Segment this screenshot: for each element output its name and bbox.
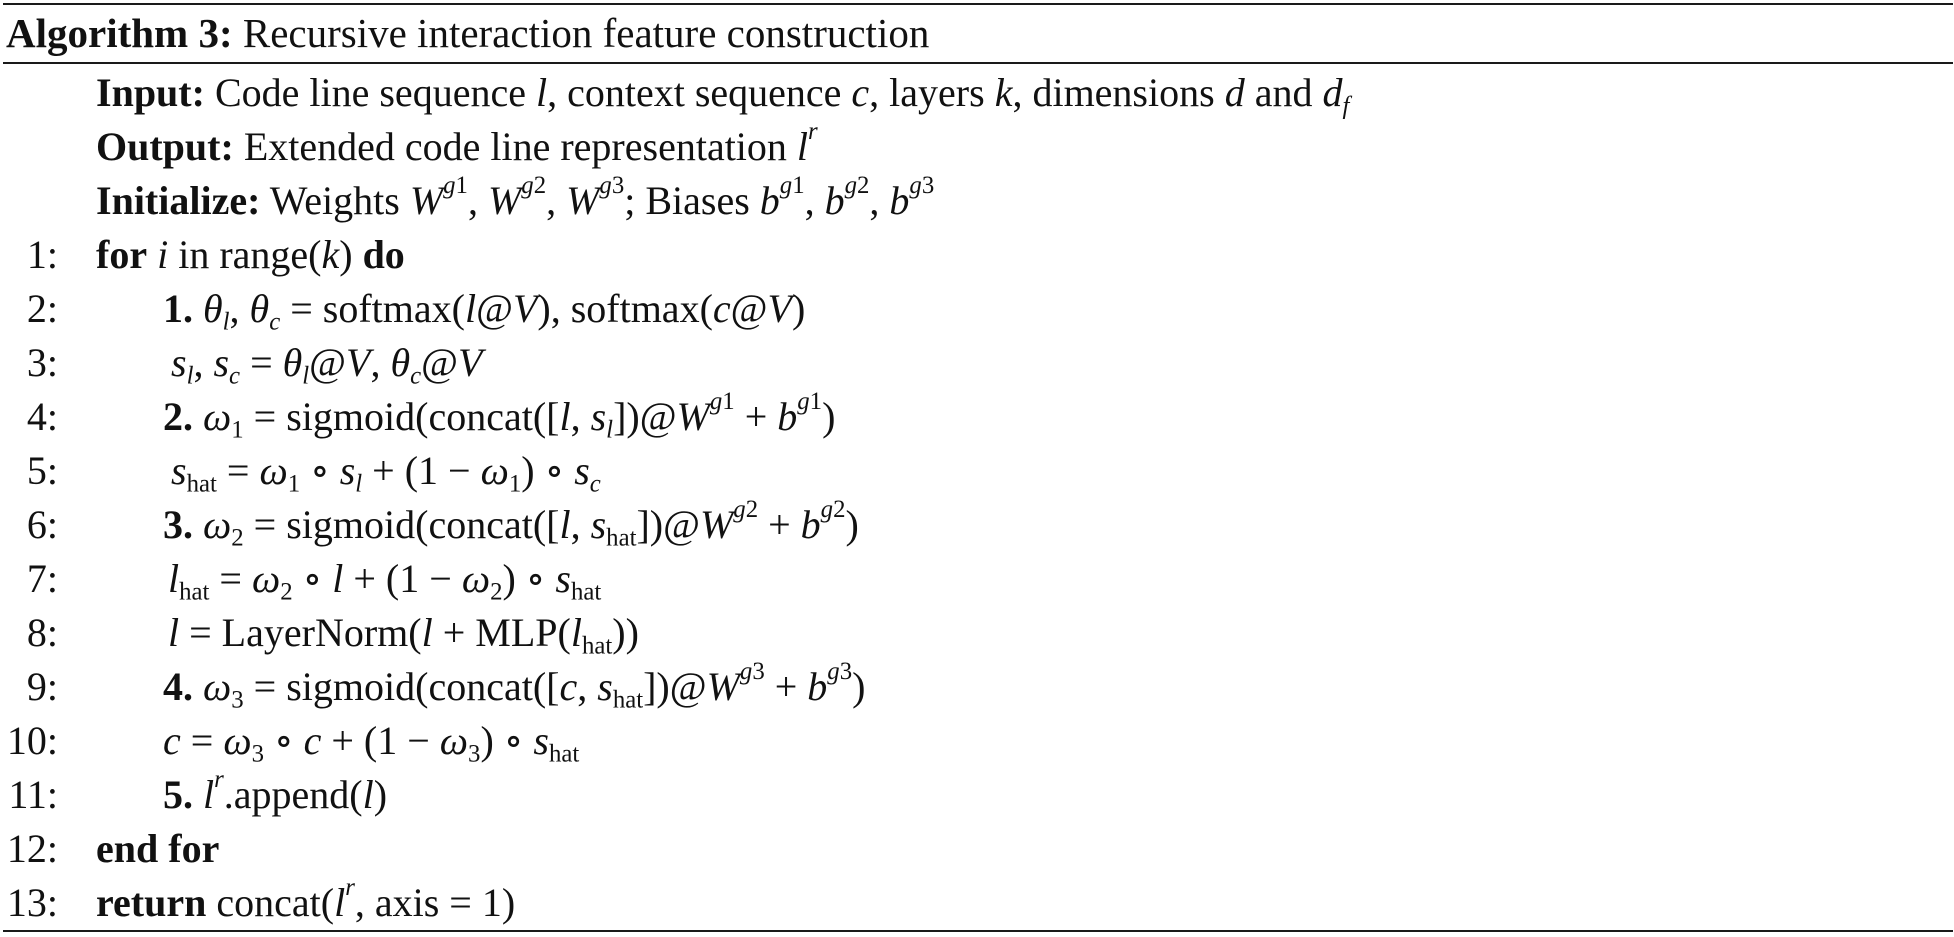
input-text: Code line sequence l, context sequence c… — [214, 70, 1350, 120]
equation: c = ω3 ∘ c + (1 − ω3) ∘ shat — [163, 718, 580, 768]
step-number: 4. — [163, 664, 193, 709]
algorithm-line-5: 5: shat = ω1 ∘ sl + (1 − ω1) ∘ sc — [0, 444, 1950, 498]
step-number: 1. — [163, 286, 193, 331]
initialize-line: Initialize: Weights Wg1, Wg2, Wg3; Biase… — [0, 171, 1950, 228]
line-number: 8: — [26, 610, 58, 655]
keyword-do: do — [362, 232, 405, 277]
algorithm-line-13: 13: return concat(lr, axis = 1) — [0, 873, 1950, 930]
header-rule — [3, 62, 1953, 64]
line-number: 6: — [26, 502, 58, 547]
algorithm-line-12: 12: end for — [0, 822, 1950, 876]
line-number: 4: — [26, 394, 58, 439]
input-label: Input: — [96, 70, 205, 115]
bottom-rule — [3, 930, 1953, 932]
line-number: 13: — [6, 880, 58, 925]
line-number: 12: — [6, 826, 58, 871]
algorithm-label: Algorithm 3: — [6, 10, 233, 56]
line-number: 10: — [6, 718, 58, 763]
keyword-end-for: end for — [96, 826, 220, 871]
loop-header: i in range(k) — [157, 232, 363, 277]
equation: ω1 = sigmoid(concat([l, sl])@Wg1 + bg1) — [203, 387, 836, 444]
initialize-text: Weights Wg1, Wg2, Wg3; Biases bg1, bg2, … — [269, 171, 935, 223]
keyword-return: return — [96, 880, 207, 925]
equation: θl, θc = softmax(l@V), softmax(c@V) — [203, 286, 806, 336]
equation: l = LayerNorm(l + MLP(lhat)) — [168, 610, 639, 660]
algorithm-line-3: 3: sl, sc = θl@V, θc@V — [0, 336, 1950, 390]
algorithm-line-10: 10: c = ω3 ∘ c + (1 − ω3) ∘ shat — [0, 714, 1950, 768]
step-number: 2. — [163, 394, 193, 439]
algorithm-title-text: Recursive interaction feature constructi… — [242, 10, 930, 56]
line-number: 9: — [26, 664, 58, 709]
keyword-for: for — [96, 232, 148, 277]
top-rule — [3, 3, 1953, 5]
step-number: 3. — [163, 502, 193, 547]
algorithm-line-6: 6: 3. ω2 = sigmoid(concat([l, shat])@Wg2… — [0, 495, 1950, 552]
algorithm-line-11: 11: 5. lr.append(l) — [0, 765, 1950, 822]
initialize-label: Initialize: — [96, 178, 261, 223]
algorithm-line-9: 9: 4. ω3 = sigmoid(concat([c, shat])@Wg3… — [0, 657, 1950, 714]
algorithm-line-1: 1: for i in range(k) do — [0, 228, 1950, 282]
equation: sl, sc = θl@V, θc@V — [171, 340, 483, 390]
algorithm-line-2: 2: 1. θl, θc = softmax(l@V), softmax(c@V… — [0, 282, 1950, 336]
algorithm-line-4: 4: 2. ω1 = sigmoid(concat([l, sl])@Wg1 +… — [0, 387, 1950, 444]
line-number: 5: — [26, 448, 58, 493]
algorithm-line-7: 7: lhat = ω2 ∘ l + (1 − ω2) ∘ shat — [0, 552, 1950, 606]
line-number: 2: — [26, 286, 58, 331]
line-number: 1: — [26, 232, 58, 277]
equation: ω3 = sigmoid(concat([c, shat])@Wg3 + bg3… — [203, 657, 866, 714]
equation: lr.append(l) — [203, 765, 388, 817]
equation: lhat = ω2 ∘ l + (1 − ω2) ∘ shat — [168, 556, 602, 606]
output-label: Output: — [96, 124, 234, 169]
input-line: Input: Code line sequence l, context seq… — [0, 66, 1950, 120]
step-number: 5. — [163, 772, 193, 817]
output-text: Extended code line representation lr — [243, 117, 818, 169]
equation: shat = ω1 ∘ sl + (1 − ω1) ∘ sc — [171, 448, 601, 498]
output-line: Output: Extended code line representatio… — [0, 117, 1950, 174]
line-number: 11: — [8, 772, 58, 817]
algorithm-line-8: 8: l = LayerNorm(l + MLP(lhat)) — [0, 606, 1950, 660]
equation: concat(lr, axis = 1) — [216, 873, 516, 925]
algorithm-title: Algorithm 3: Recursive interaction featu… — [6, 4, 929, 62]
line-number: 7: — [26, 556, 58, 601]
equation: ω2 = sigmoid(concat([l, shat])@Wg2 + bg2… — [203, 495, 859, 552]
line-number: 3: — [26, 340, 58, 385]
